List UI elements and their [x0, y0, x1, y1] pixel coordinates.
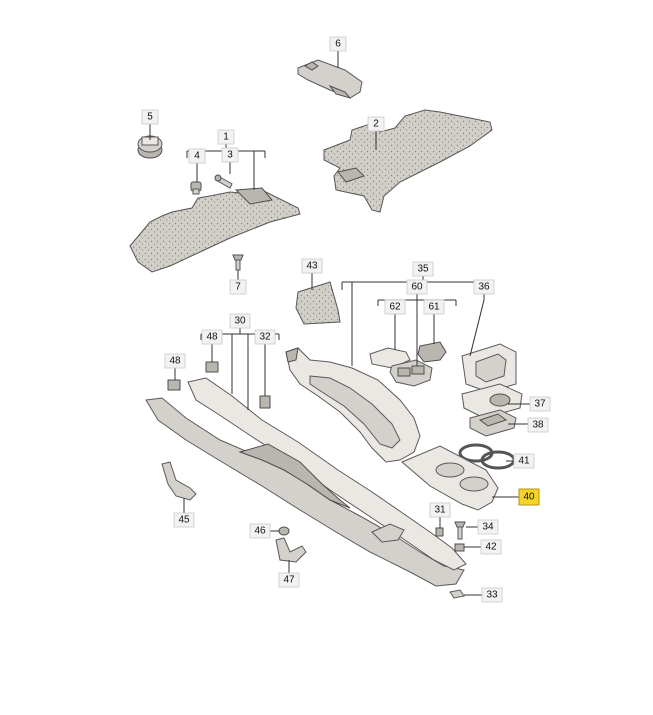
part-48-clip-left — [167, 379, 181, 391]
callout-61[interactable]: 61 — [423, 299, 445, 315]
part-46-nut — [278, 526, 290, 536]
part-38-cover — [469, 409, 517, 437]
callout-62[interactable]: 62 — [384, 299, 406, 315]
part-2-floor-panel — [323, 109, 493, 213]
callout-43[interactable]: 43 — [301, 258, 323, 274]
part-62-lid — [369, 347, 411, 369]
part-47-bracket — [275, 537, 307, 563]
part-5-knob — [137, 135, 163, 159]
callout-42[interactable]: 42 — [480, 539, 502, 555]
callout-label: 30 — [234, 316, 246, 327]
callout-label: 34 — [482, 522, 494, 533]
part-48-clip-right — [205, 361, 219, 373]
part-1-floor-panel — [129, 187, 301, 273]
part-45-bracket — [161, 461, 197, 501]
callout-41[interactable]: 41 — [513, 453, 535, 469]
part-33-cap — [449, 589, 465, 599]
callout-label: 48 — [169, 356, 181, 367]
callout-label: 31 — [434, 505, 446, 516]
part-43-pad — [295, 281, 341, 325]
part-34-screw — [454, 521, 466, 540]
callout-31[interactable]: 31 — [429, 502, 451, 518]
callout-label: 3 — [227, 150, 233, 161]
callout-label: 6 — [335, 39, 341, 50]
callout-46[interactable]: 46 — [249, 523, 271, 539]
callout-label: 1 — [223, 132, 229, 143]
callout-label: 2 — [373, 119, 379, 130]
callout-48-left[interactable]: 48 — [164, 353, 186, 369]
callout-34[interactable]: 34 — [477, 519, 499, 535]
callout-label: 60 — [411, 282, 423, 293]
part-30-console-shell — [145, 377, 467, 587]
callout-label: 61 — [428, 302, 440, 313]
callout-6[interactable]: 6 — [329, 36, 347, 52]
callout-label: 38 — [532, 420, 544, 431]
callout-label: 47 — [283, 575, 295, 586]
callout-4[interactable]: 4 — [188, 148, 206, 164]
part-36-shift-frame — [461, 343, 517, 393]
callout-label: 4 — [194, 151, 200, 162]
callout-36[interactable]: 36 — [473, 279, 495, 295]
callout-label: 62 — [389, 302, 401, 313]
part-42-clip — [454, 543, 465, 552]
callout-label: 40 — [523, 492, 535, 503]
part-60-tray — [389, 359, 433, 387]
callout-48-right[interactable]: 48 — [201, 329, 223, 345]
part-35-console-frame — [285, 347, 421, 463]
part-6-bracket — [297, 59, 363, 99]
callout-3[interactable]: 3 — [221, 147, 239, 163]
callout-label: 7 — [235, 282, 241, 293]
callout-60[interactable]: 60 — [406, 279, 428, 295]
callout-label: 37 — [534, 399, 546, 410]
callout-label: 45 — [178, 515, 190, 526]
callout-38[interactable]: 38 — [527, 417, 549, 433]
callout-35[interactable]: 35 — [412, 261, 434, 277]
part-31-clip — [435, 527, 444, 537]
part-7-screw — [232, 254, 244, 271]
part-61-insert — [417, 341, 447, 363]
callout-label: 42 — [485, 542, 497, 553]
callout-33[interactable]: 33 — [481, 587, 503, 603]
part-32-clip — [259, 395, 271, 409]
callout-label: 41 — [518, 456, 530, 467]
callout-2[interactable]: 2 — [367, 116, 385, 132]
callout-30[interactable]: 30 — [229, 313, 251, 329]
callout-label: 32 — [259, 332, 271, 343]
callout-32[interactable]: 32 — [254, 329, 276, 345]
callout-47[interactable]: 47 — [278, 572, 300, 588]
callout-label: 5 — [147, 112, 153, 123]
callout-40[interactable]: 40 — [518, 488, 540, 506]
callout-7[interactable]: 7 — [229, 279, 247, 295]
part-3-pin — [214, 174, 233, 189]
callout-37[interactable]: 37 — [529, 396, 551, 412]
callout-label: 33 — [486, 590, 498, 601]
callout-label: 35 — [417, 264, 429, 275]
callout-label: 48 — [206, 332, 218, 343]
callout-label: 43 — [306, 261, 318, 272]
callout-5[interactable]: 5 — [141, 109, 159, 125]
callout-45[interactable]: 45 — [173, 512, 195, 528]
part-37-plate — [461, 383, 523, 419]
callout-label: 36 — [478, 282, 490, 293]
callout-label: 46 — [254, 526, 266, 537]
callout-1[interactable]: 1 — [217, 129, 235, 145]
part-40-rear-console — [401, 445, 499, 511]
part-4-clip — [190, 181, 202, 195]
